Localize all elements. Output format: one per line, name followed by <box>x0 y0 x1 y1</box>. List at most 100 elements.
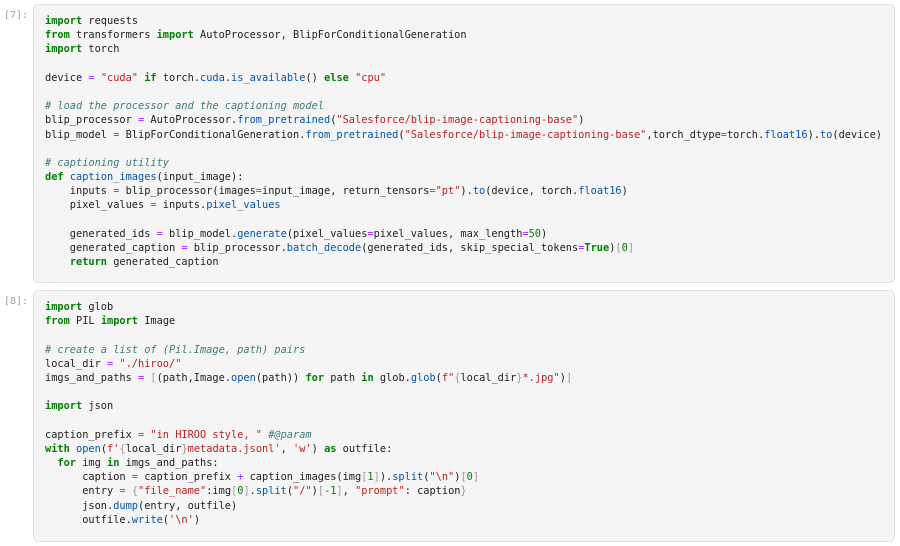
code-token: generated_caption <box>45 242 182 254</box>
code-token: local_dir <box>45 357 107 370</box>
function-token: to <box>820 128 833 141</box>
execution-count: [8]: <box>4 296 29 307</box>
operator-token: = <box>522 227 529 240</box>
code-token: blip_processor(images <box>119 185 256 198</box>
code-line: import glob <box>45 300 572 314</box>
code-line: import torch <box>45 42 882 56</box>
code-token: ) <box>454 471 461 484</box>
code-token: inputs. <box>156 199 207 212</box>
string-token: "pt" <box>435 185 461 198</box>
code-line <box>45 213 882 227</box>
string-token: "Salesforce/blip-image-captioning-base" <box>336 114 579 127</box>
bracket-token: ] <box>373 471 380 484</box>
keyword-token: import <box>45 400 83 413</box>
code-line: return generated_caption <box>45 255 882 269</box>
bracket-token: [ <box>150 371 157 384</box>
bracket-token: { <box>131 485 139 498</box>
number-token: 1 <box>367 471 374 484</box>
operator-token: = <box>578 242 585 254</box>
code-token: ( <box>100 442 108 455</box>
function-token: glob <box>410 371 436 384</box>
code-line <box>45 328 572 342</box>
code-token: pixel_values, max_length <box>373 227 523 240</box>
execution-count: [7]: <box>4 10 29 21</box>
bracket-token: ] <box>627 242 635 254</box>
code-line: generated_ids = blip_model.generate(pixe… <box>45 227 882 241</box>
code-token: inputs <box>45 185 114 198</box>
comment-token: # captioning utility <box>45 156 169 169</box>
operator-token: = <box>138 428 145 441</box>
operator-token: = <box>181 242 188 254</box>
code-line <box>45 414 572 428</box>
code-token: local_dir <box>125 442 182 455</box>
operator-token: = <box>156 227 163 240</box>
code-token: ,torch_dtype <box>646 128 721 141</box>
code-token: caption_images(img <box>243 471 362 484</box>
function-token: pixel_values <box>206 199 281 212</box>
keyword-token: import <box>100 315 139 328</box>
code-token: (device, torch. <box>485 185 579 198</box>
code-token: json <box>82 400 114 413</box>
code-line: blip_processor = AutoProcessor.from_pret… <box>45 113 882 127</box>
operator-token: = <box>429 185 436 198</box>
code-token <box>45 457 57 469</box>
bracket-token: [ <box>615 242 622 254</box>
code-token: (device) <box>832 128 883 141</box>
code-token: ). <box>807 128 820 141</box>
string-token: "prompt" <box>355 485 405 498</box>
bracket-token: [ <box>460 471 467 484</box>
code-token: ( <box>423 471 430 484</box>
bracket-token: } <box>181 442 188 455</box>
code-line: caption_prefix = "in HIROO style, " #@pa… <box>45 428 572 442</box>
bracket-token: [ <box>231 485 238 498</box>
code-line: with open(f'{local_dir}metadata.jsonl', … <box>45 442 572 456</box>
operator-token: = <box>88 71 95 84</box>
function-token: caption_images <box>69 171 157 184</box>
function-token: split <box>392 471 424 484</box>
code-token: input_image, return_tensors <box>262 185 430 198</box>
code-line <box>45 142 882 156</box>
function-token: dump <box>113 499 139 512</box>
operator-token: = <box>119 485 126 498</box>
comment-token: # create a list of (Pil.Image, path) pai… <box>45 343 306 356</box>
code-token: transformers <box>69 29 157 42</box>
string-token: "/" <box>293 485 312 498</box>
bracket-token: { <box>454 371 461 384</box>
code-line: caption = caption_prefix + caption_image… <box>45 470 572 484</box>
code-token: : caption <box>404 485 461 498</box>
operator-token: = <box>150 199 157 212</box>
code-line: inputs = blip_processor(images=input_ima… <box>45 184 882 198</box>
code-token: local_dir <box>460 371 517 384</box>
code-line: blip_model = BlipForConditionalGeneratio… <box>45 128 882 142</box>
code-line: def caption_images(input_image): <box>45 170 882 184</box>
code-token: glob. <box>373 371 411 384</box>
operator-token: = <box>255 185 262 198</box>
code-token: ( <box>330 114 337 127</box>
number-token: 0 <box>466 471 473 484</box>
operator-token: + <box>237 471 244 484</box>
bracket-token: } <box>516 371 523 384</box>
code-token: ) <box>621 185 628 198</box>
code-token: ( <box>435 371 442 384</box>
code-token: caption <box>45 471 132 484</box>
code-token: (input_image): <box>156 171 244 184</box>
code-token: () <box>305 71 325 84</box>
code-token: path <box>324 371 362 384</box>
bracket-token: ] <box>243 485 250 498</box>
bracket-token: } <box>460 485 467 498</box>
code-token: caption_prefix <box>138 471 238 484</box>
code-line <box>45 57 882 71</box>
keyword-token: def <box>45 171 64 184</box>
code-line: local_dir = "./hiroo/" <box>45 357 572 371</box>
code-token: Image <box>138 315 176 328</box>
code-token: outfile: <box>336 442 393 455</box>
function-token: is_available <box>231 71 306 84</box>
keyword-token: with <box>45 442 70 455</box>
code-line <box>45 385 572 399</box>
code-line: device = "cuda" if torch.cuda.is_availab… <box>45 71 882 85</box>
code-line: import json <box>45 399 572 413</box>
operator-token: = <box>367 227 374 240</box>
